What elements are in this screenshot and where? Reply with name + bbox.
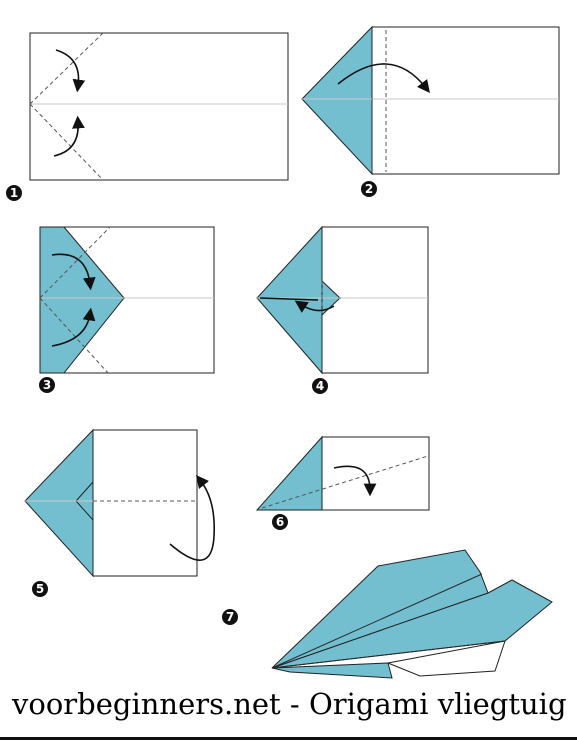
step-4-number: 4 <box>312 378 328 394</box>
step-3-fold-line-top <box>39 226 111 299</box>
step-2-figure <box>301 25 560 176</box>
step-3-folded-flap <box>39 226 125 374</box>
step-5-number: 5 <box>32 581 48 597</box>
step-1-number-label: 1 <box>10 186 18 200</box>
step-7-number-label: 7 <box>226 610 234 624</box>
step-2-fold-arrow <box>337 63 430 94</box>
step-1-fold-line-top <box>29 32 104 105</box>
step-6-number: 6 <box>272 514 288 530</box>
step-6-number-label: 6 <box>276 515 284 529</box>
step-7-plane-keel-line <box>271 640 506 669</box>
step-2-paper <box>371 26 560 175</box>
step-7-paper-airplane <box>271 549 553 679</box>
step-4-fold-arrow <box>294 300 335 313</box>
step-7-plane-fold-line <box>271 573 483 669</box>
step-4-figure <box>256 225 429 375</box>
step-5-paper <box>92 429 198 577</box>
step-5-number-label: 5 <box>36 582 44 596</box>
step-7-number: 7 <box>222 609 238 625</box>
step-6-paper <box>321 436 430 511</box>
step-3-number-label: 3 <box>43 378 51 392</box>
step-3-number: 3 <box>39 377 55 393</box>
step-6-figure <box>255 435 430 511</box>
step-3-fold-line-bottom <box>39 297 109 374</box>
step-2-number-label: 2 <box>365 182 373 196</box>
step-4-number-label: 4 <box>316 379 324 393</box>
step-1-fold-arrow-bottom <box>53 115 85 157</box>
step-1-number: 1 <box>6 185 22 201</box>
step-2-folded-triangle <box>301 25 373 176</box>
page-caption: voorbeginners.net - Origami vliegtuig <box>12 687 567 721</box>
step-1-paper <box>29 32 289 181</box>
step-5-figure <box>24 428 216 578</box>
step-1-fold-line-bottom <box>29 103 104 181</box>
step-6-fold-arrow <box>333 465 377 497</box>
step-6-fold-line <box>261 455 429 509</box>
step-7-plane-lower-wing <box>271 662 393 679</box>
step-6-folded-triangle <box>255 435 323 511</box>
step-3-fold-arrow-bottom <box>51 307 96 347</box>
step-4-pointer <box>259 297 319 301</box>
step-1-figure <box>29 32 289 181</box>
step-3-fold-arrow-top <box>51 253 96 291</box>
step-5-fold-arrow <box>169 475 216 561</box>
step-2-number: 2 <box>361 181 377 197</box>
step-7-plane-underside <box>386 640 506 677</box>
step-1-fold-arrow-top <box>55 49 86 93</box>
step-7-plane-left-wing <box>271 549 489 669</box>
step-3-figure <box>39 226 215 374</box>
